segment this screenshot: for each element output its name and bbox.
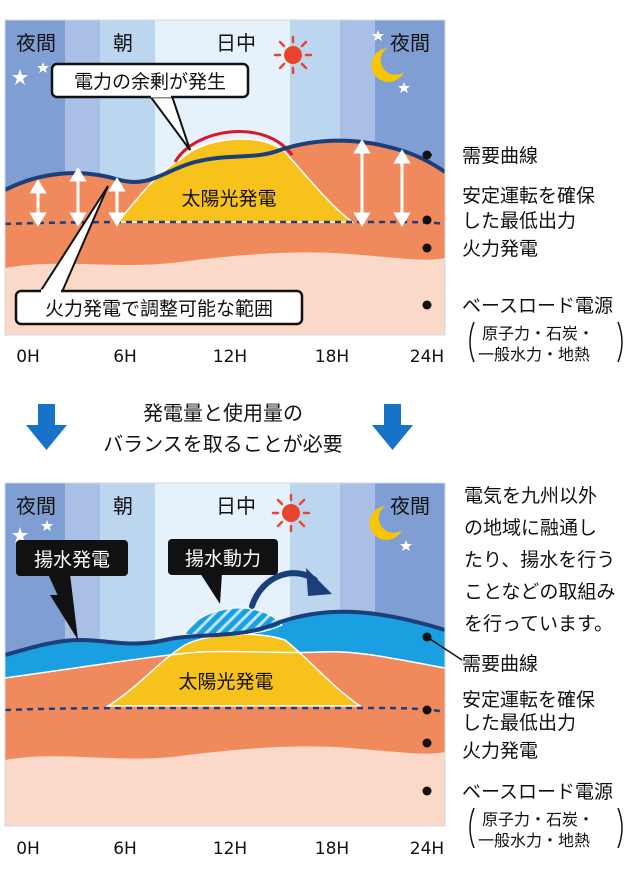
- period-morning: 朝: [113, 494, 133, 518]
- note-line-1: 電気を九州以外: [464, 485, 597, 507]
- note-line-4: ことなどの取組み: [464, 581, 615, 603]
- sun-icon: [273, 35, 313, 75]
- legend-baseload: ベースロード電源: [462, 781, 613, 803]
- surplus-callout: 電力の余剰が発生: [50, 62, 250, 151]
- top-legend: 需要曲線 安定運転を確保 した最低出力 火力発電 ベースロード電源 原子力・石炭…: [422, 145, 623, 364]
- solar-area: [116, 138, 355, 223]
- x-tick-0h: 0H: [16, 839, 40, 859]
- period-night-left: 夜間: [16, 31, 56, 55]
- surplus-outline: [173, 130, 294, 163]
- arrow-down-icon: [26, 404, 67, 450]
- x-tick-12h: 12H: [213, 347, 247, 367]
- solar-label: 太陽光発電: [178, 671, 273, 693]
- star-icon: [12, 520, 412, 551]
- note-line-3: たり、揚水を行う: [464, 549, 615, 571]
- x-tick-18h: 18H: [315, 347, 349, 367]
- x-tick-6h: 6H: [113, 347, 137, 367]
- moon-icon: [371, 48, 404, 82]
- demand-curve: [5, 609, 445, 657]
- legend-baseload-sub2: 一般水力・地熱: [478, 831, 590, 850]
- legend-demand-curve: 需要曲線: [462, 653, 538, 675]
- legend-demand-curve: 需要曲線: [462, 145, 538, 167]
- x-tick-24h: 24H: [410, 839, 444, 859]
- legend-thermal: 火力発電: [462, 740, 538, 762]
- x-tick-0h: 0H: [16, 347, 40, 367]
- note-line-5: を行っています。: [464, 613, 613, 635]
- period-daytime: 日中: [216, 494, 256, 518]
- x-tick-6h: 6H: [113, 839, 137, 859]
- legend-thermal: 火力発電: [462, 238, 538, 260]
- arrow-head-icon: [306, 568, 332, 596]
- demand-curve: [5, 138, 445, 192]
- top-panel-frame: [4, 19, 446, 336]
- note-text: 電気を九州以外 の地域に融通し たり、揚水を行う ことなどの取組み を行っていま…: [464, 485, 615, 635]
- legend-min-output-1: 安定運転を確保: [462, 185, 595, 207]
- adjustable-label: 火力発電で調整可能な範囲: [45, 298, 273, 320]
- period-night-right: 夜間: [390, 31, 430, 55]
- legend-min-output-1: 安定運転を確保: [462, 689, 595, 711]
- pumped-power-callout: 揚水動力: [168, 539, 278, 604]
- solar-label: 太陽光発電: [181, 188, 276, 210]
- pumped-gen-callout: 揚水発電: [16, 540, 128, 640]
- x-tick-12h: 12H: [213, 839, 247, 859]
- star-icon: [12, 62, 410, 93]
- moon-icon: [369, 506, 402, 540]
- legend-baseload-sub2: 一般水力・地熱: [478, 345, 590, 364]
- arrow-down-icon: [372, 404, 413, 450]
- legend-min-output-2: した最低出力: [462, 210, 576, 232]
- legend-baseload: ベースロード電源: [462, 295, 613, 317]
- pumped-power-label: 揚水動力: [185, 548, 261, 570]
- baseload-area: [5, 746, 445, 826]
- adjustable-callout: 火力発電で調整可能な範囲: [14, 185, 304, 326]
- pumped-gen-label: 揚水発電: [34, 549, 110, 571]
- period-night-left: 夜間: [16, 494, 56, 518]
- legend-baseload-sub1: 原子力・石炭・: [482, 810, 594, 829]
- period-daytime: 日中: [216, 31, 256, 55]
- period-morning: 朝: [113, 31, 133, 55]
- middle-line-2: バランスを取ることが必要: [103, 432, 343, 456]
- bottom-panel-frame: [4, 482, 446, 827]
- pumped-gen-boundary: [5, 650, 445, 679]
- bottom-legend: 需要曲線 安定運転を確保 した最低出力 火力発電 ベースロード電源 原子力・石炭…: [422, 632, 623, 850]
- range-arrows: [29, 139, 411, 227]
- surplus-label: 電力の余剰が発生: [74, 71, 226, 93]
- middle-line-1: 発電量と使用量の: [143, 401, 303, 425]
- x-tick-24h: 24H: [410, 347, 444, 367]
- note-line-2: の地域に融通し: [464, 517, 597, 539]
- star-icon: [372, 30, 384, 41]
- period-night-right: 夜間: [390, 494, 430, 518]
- x-tick-18h: 18H: [315, 839, 349, 859]
- legend-baseload-sub1: 原子力・石炭・: [482, 324, 594, 343]
- bottom-panel: [5, 483, 445, 826]
- legend-min-output-2: した最低出力: [462, 712, 576, 734]
- min-output-line: [5, 706, 445, 714]
- sun-icon: [271, 493, 311, 533]
